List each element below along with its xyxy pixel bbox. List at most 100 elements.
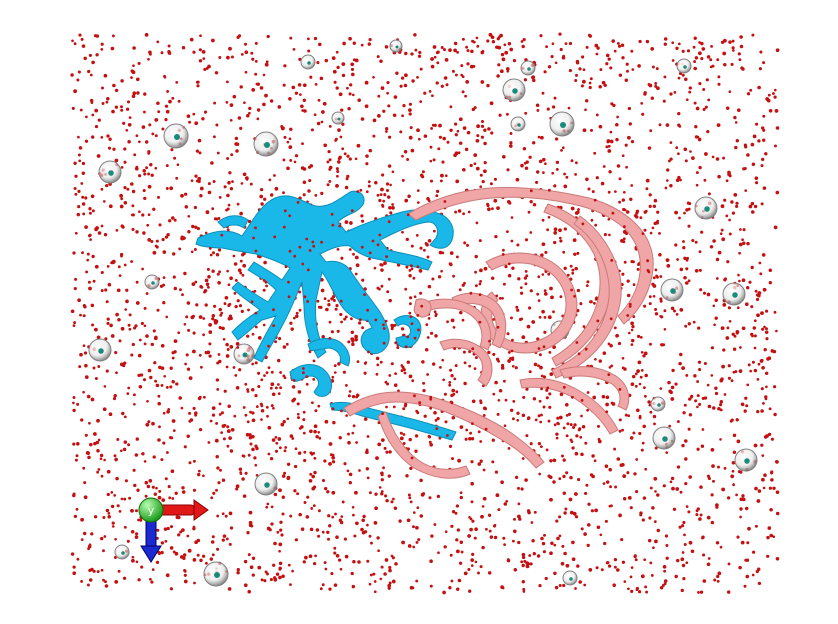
water-molecule — [438, 436, 442, 440]
water-molecule — [640, 369, 644, 372]
water-molecule — [393, 506, 398, 510]
water-molecule — [500, 366, 505, 370]
water-molecule — [721, 237, 726, 242]
water-molecule — [728, 40, 732, 44]
water-molecule — [688, 413, 693, 417]
water-molecule — [204, 561, 208, 565]
water-molecule — [402, 407, 406, 411]
water-molecule — [143, 92, 147, 96]
water-molecule — [694, 268, 699, 273]
water-molecule — [701, 47, 706, 51]
water-molecule — [636, 369, 640, 373]
water-molecule — [503, 43, 507, 47]
water-molecule — [108, 137, 112, 141]
water-molecule — [505, 499, 509, 503]
water-molecule — [292, 316, 296, 320]
water-molecule — [199, 34, 202, 38]
water-molecule — [455, 179, 460, 184]
water-molecule — [427, 284, 432, 289]
protein-chain-a[interactable] — [195, 190, 457, 441]
water-molecule — [768, 407, 772, 411]
water-molecule — [283, 449, 287, 453]
water-molecule — [654, 446, 658, 450]
water-molecule — [299, 93, 302, 96]
water-molecule — [731, 211, 736, 215]
water-molecule — [454, 133, 458, 137]
water-molecule — [695, 106, 700, 111]
water-molecule — [82, 314, 86, 318]
water-molecule — [128, 327, 132, 331]
water-molecule — [416, 314, 420, 317]
water-molecule — [679, 490, 683, 494]
water-molecule — [227, 303, 231, 308]
water-molecule — [674, 574, 678, 579]
water-molecule — [210, 540, 215, 544]
water-molecule — [650, 47, 655, 51]
water-molecule — [605, 480, 610, 484]
water-molecule — [103, 73, 108, 78]
water-molecule — [409, 126, 413, 130]
water-molecule — [156, 308, 160, 312]
protein-chain-b[interactable] — [343, 186, 654, 479]
water-molecule — [84, 375, 89, 379]
water-molecule — [688, 90, 692, 94]
water-molecule — [688, 540, 693, 545]
water-molecule — [366, 435, 370, 438]
water-molecule — [169, 546, 174, 550]
water-molecule — [662, 99, 666, 103]
water-molecule — [416, 128, 420, 133]
water-molecule — [147, 172, 151, 176]
water-molecule — [384, 558, 389, 562]
water-molecule — [266, 34, 270, 39]
water-molecule — [768, 268, 773, 272]
water-molecule — [563, 551, 567, 556]
water-molecule — [257, 384, 261, 389]
water-molecule — [614, 190, 617, 193]
water-molecule — [586, 391, 590, 394]
water-molecule — [216, 514, 220, 518]
water-molecule — [262, 73, 266, 77]
water-molecule — [644, 373, 648, 378]
water-molecule — [701, 536, 704, 540]
water-molecule — [759, 50, 763, 54]
water-molecule — [303, 450, 307, 454]
water-molecule — [646, 259, 649, 263]
water-molecule — [122, 121, 126, 125]
water-molecule — [470, 564, 474, 567]
water-molecule — [726, 590, 731, 594]
water-molecule — [123, 160, 127, 164]
water-molecule — [752, 134, 757, 139]
water-molecule — [698, 268, 702, 272]
water-molecule — [738, 251, 741, 255]
water-molecule — [648, 516, 652, 520]
water-molecule — [761, 253, 766, 257]
water-molecule — [296, 201, 300, 204]
water-molecule — [628, 305, 632, 308]
water-molecule — [526, 324, 531, 329]
water-molecule — [230, 153, 234, 157]
water-molecule — [394, 372, 397, 375]
water-molecule — [288, 145, 293, 149]
water-molecule — [218, 402, 222, 406]
water-molecule — [760, 443, 764, 447]
water-molecule — [669, 92, 673, 96]
water-molecule — [102, 578, 105, 582]
water-molecule — [487, 207, 491, 212]
water-molecule — [100, 474, 104, 478]
water-molecule — [491, 276, 495, 280]
water-molecule — [432, 45, 437, 49]
water-molecule — [608, 233, 611, 237]
water-molecule — [79, 352, 83, 357]
water-molecule — [356, 360, 360, 363]
water-molecule — [742, 241, 746, 245]
water-molecule — [406, 158, 410, 161]
water-molecule — [399, 436, 404, 441]
water-molecule — [126, 100, 131, 104]
water-molecule — [352, 252, 355, 256]
water-molecule — [474, 254, 478, 259]
water-molecule — [602, 482, 606, 485]
water-molecule — [438, 135, 442, 139]
water-molecule — [755, 181, 759, 185]
ion — [722, 282, 746, 306]
